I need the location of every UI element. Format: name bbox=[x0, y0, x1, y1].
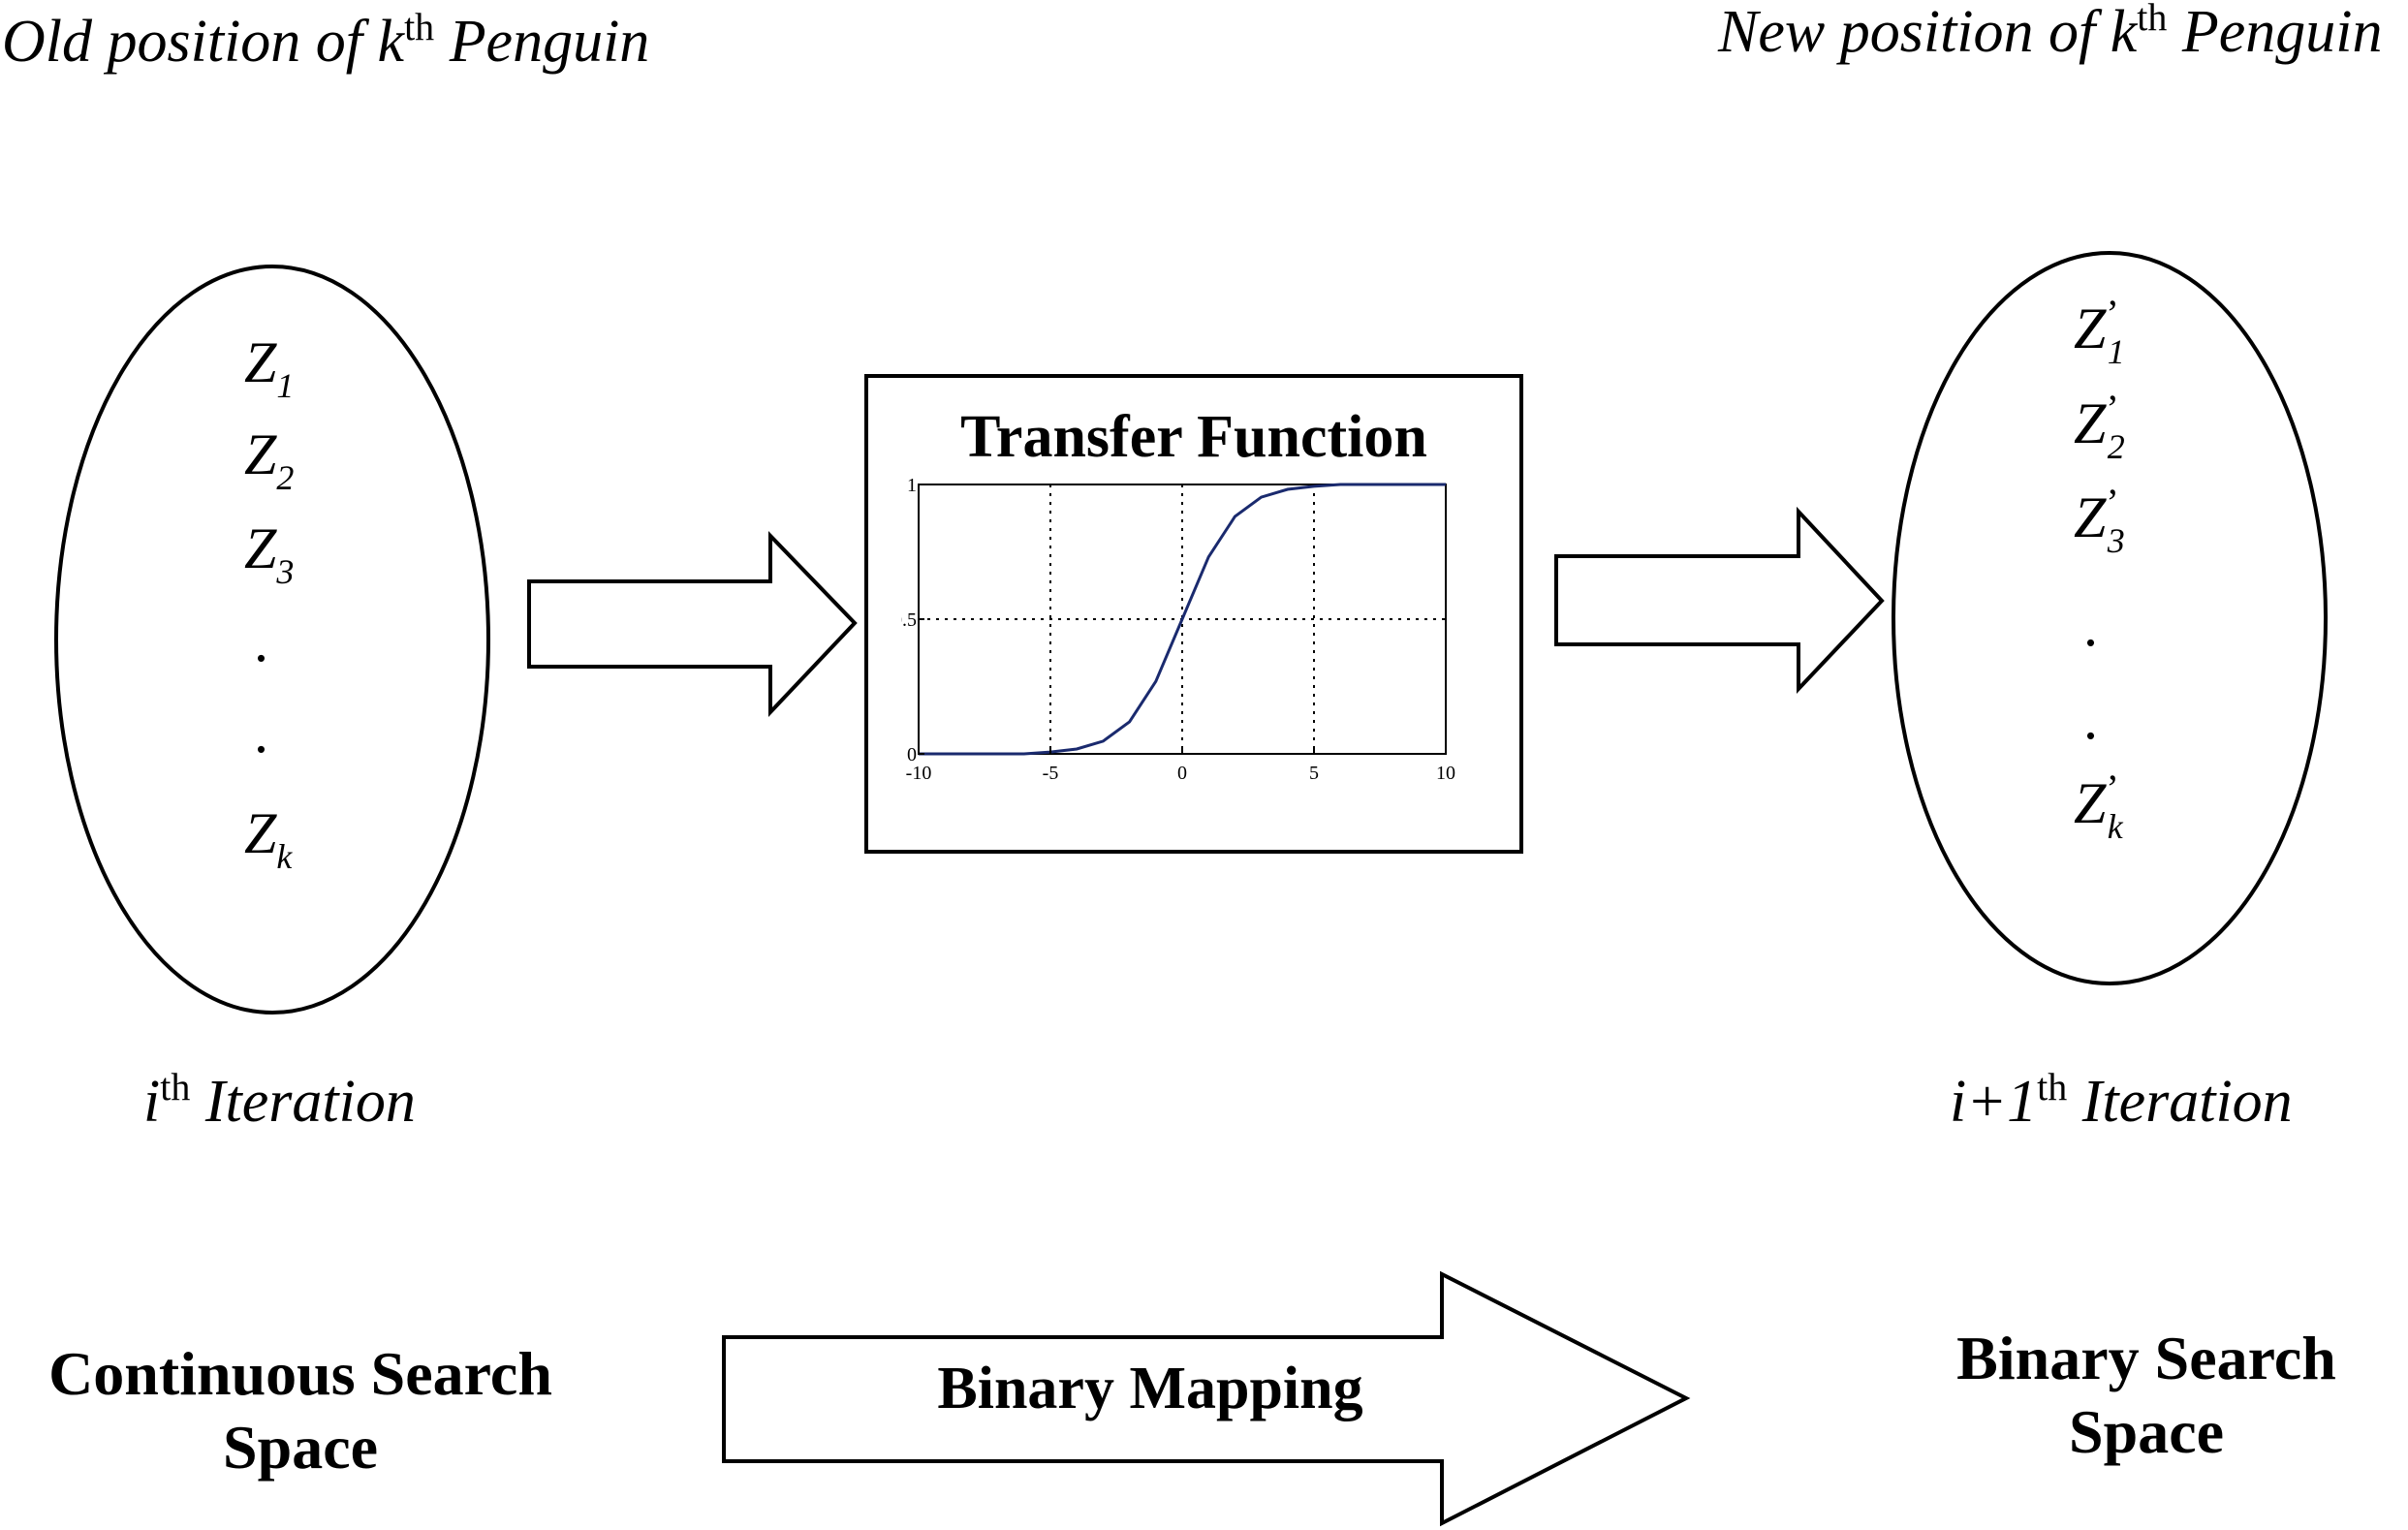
right-var-1: Z’1 bbox=[2074, 292, 2125, 371]
right-var-3: Z’3 bbox=[2074, 481, 2125, 560]
arrow-to-transfer bbox=[527, 531, 858, 718]
old-position-caption: Old position of kth Penguin bbox=[2, 5, 650, 76]
binary-label-line1: Binary Search bbox=[1956, 1324, 2336, 1392]
left-iteration-label: ith Iteration bbox=[143, 1065, 416, 1136]
left-ellipsis-dot-1: . bbox=[254, 609, 268, 673]
transfer-function-title: Transfer Function bbox=[960, 404, 1427, 470]
sigmoid-curve bbox=[919, 483, 1446, 756]
left-var-1: Z1 bbox=[244, 330, 295, 405]
continuous-search-space-label: Continuous Search Space bbox=[19, 1337, 581, 1484]
x-tick-label: -10 bbox=[906, 763, 932, 784]
binary-mapping-label: Binary Mapping bbox=[937, 1356, 1363, 1421]
right-ellipse bbox=[1892, 251, 2328, 985]
transfer-function-box bbox=[864, 374, 1523, 854]
left-var-k: Zk bbox=[244, 801, 293, 876]
binary-search-space-label: Binary Search Space bbox=[1861, 1322, 2408, 1469]
right-var-2: Z’2 bbox=[2074, 387, 2125, 466]
y-tick-label: 0 bbox=[907, 744, 917, 765]
left-ellipse bbox=[54, 265, 490, 1015]
left-ellipsis-dot-2: . bbox=[254, 701, 268, 765]
binary-mapping-arrow bbox=[722, 1270, 1691, 1527]
right-iteration-label: i+1th Iteration bbox=[1950, 1065, 2293, 1136]
x-tick-label: 0 bbox=[1177, 763, 1187, 784]
new-position-caption: New position of kth Penguin bbox=[1718, 0, 2383, 65]
binary-label-line2: Space bbox=[2069, 1397, 2224, 1466]
x-tick-label: 5 bbox=[1309, 763, 1319, 784]
left-var-2: Z2 bbox=[244, 422, 295, 497]
x-tick-label: 10 bbox=[1436, 763, 1455, 784]
y-tick-label: 0.5 bbox=[901, 609, 917, 631]
right-ellipsis-dot-1: . bbox=[2083, 594, 2098, 658]
continuous-label-line2: Space bbox=[223, 1413, 378, 1482]
right-ellipsis-dot-2: . bbox=[2083, 687, 2098, 751]
continuous-label-line1: Continuous Search bbox=[48, 1339, 552, 1408]
sigmoid-chart: -10 -5 0 5 10 0 0.5 1 bbox=[901, 475, 1455, 784]
y-tick-label: 1 bbox=[907, 475, 917, 496]
right-var-k: Z’k bbox=[2074, 766, 2123, 846]
left-var-3: Z3 bbox=[244, 516, 295, 591]
arrow-from-transfer bbox=[1554, 506, 1885, 695]
x-tick-label: -5 bbox=[1043, 763, 1059, 784]
